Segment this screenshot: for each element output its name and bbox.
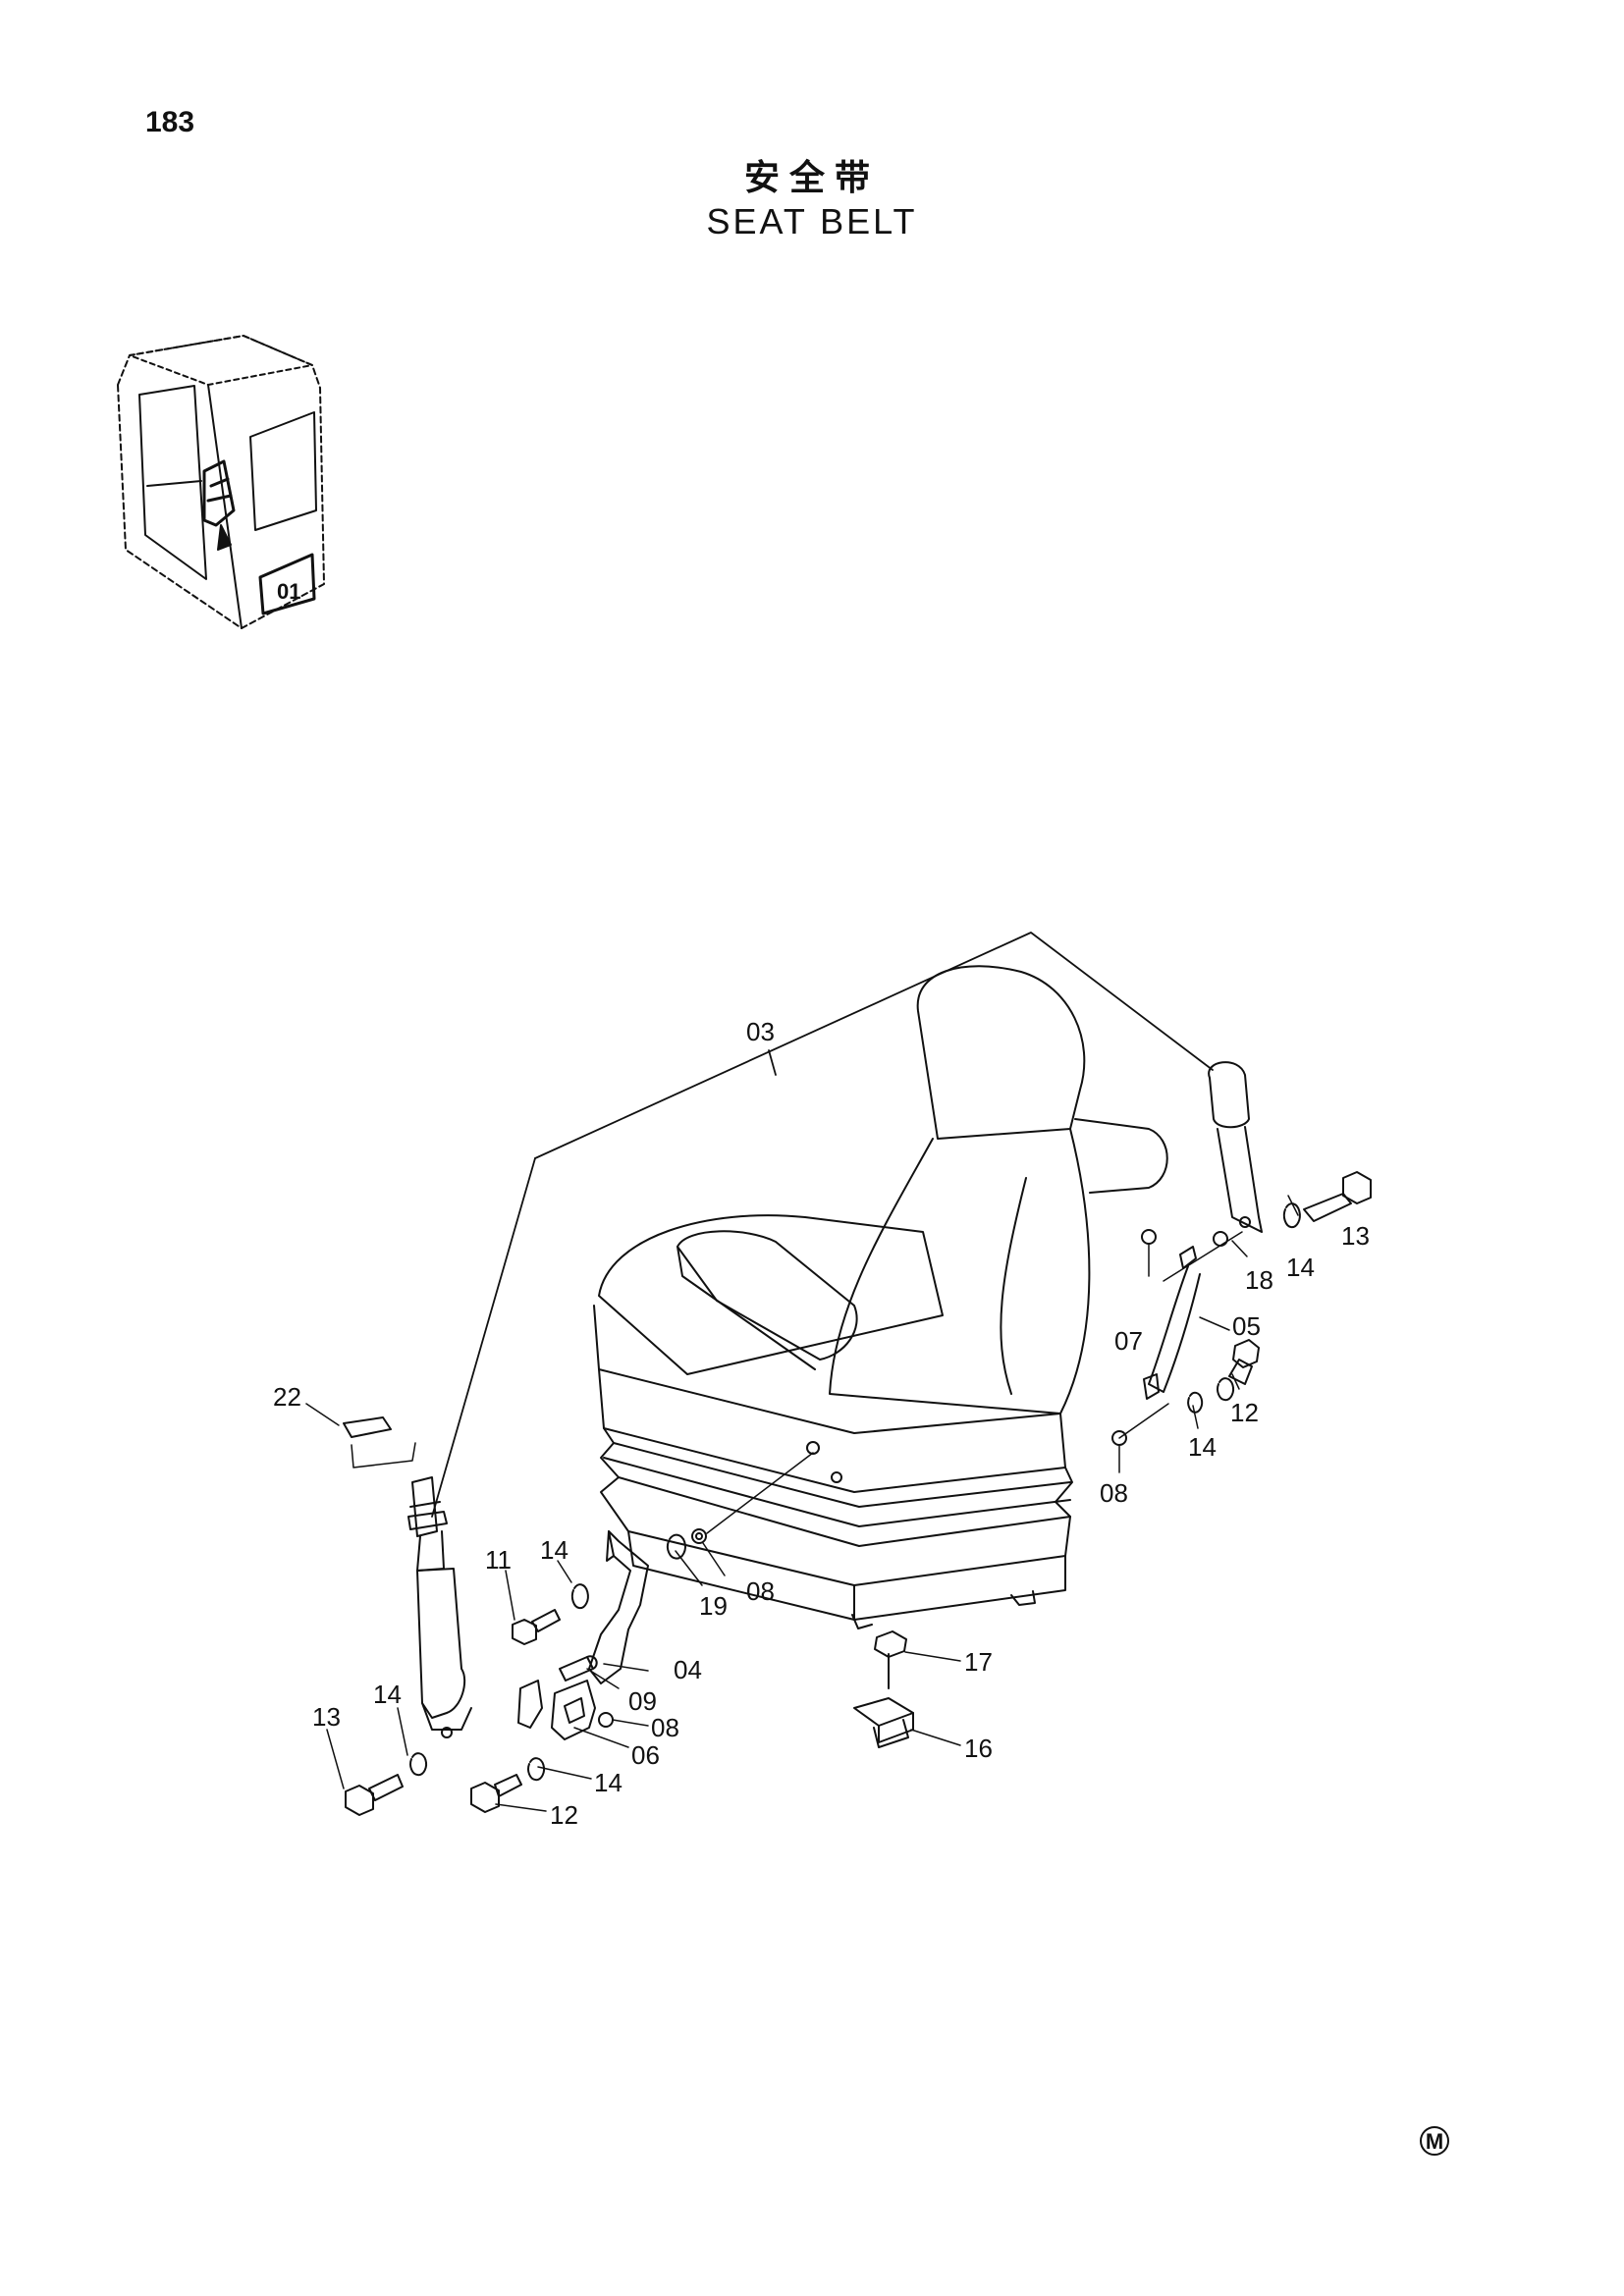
- callout-09: 09: [628, 1686, 657, 1716]
- callout-18: 18: [1245, 1265, 1273, 1295]
- cab-inset-icon: [117, 335, 325, 629]
- right-belt-anchor: [1111, 1061, 1372, 1446]
- operator-seat: [593, 965, 1168, 1629]
- callout-03: 03: [746, 1017, 775, 1046]
- callout-08-lower: 08: [651, 1713, 679, 1742]
- cab-inset-label: 01: [277, 579, 300, 604]
- callout-12-right: 12: [1230, 1398, 1259, 1427]
- callout-16: 16: [964, 1734, 993, 1763]
- callout-08-right: 08: [1100, 1478, 1128, 1508]
- callout-07: 07: [1114, 1326, 1143, 1356]
- title-chinese: 安全带: [743, 158, 880, 198]
- callout-14-right-bottom: 14: [1188, 1432, 1217, 1462]
- left-belt-buckle: [343, 1416, 814, 1816]
- callout-17: 17: [964, 1647, 993, 1677]
- callout-08-center: 08: [746, 1576, 775, 1606]
- callout-13-right: 13: [1341, 1221, 1370, 1251]
- callout-22: 22: [273, 1382, 301, 1412]
- callout-12-left: 12: [550, 1800, 578, 1830]
- callout-14-left-lower: 14: [594, 1768, 623, 1797]
- callout-11: 11: [485, 1545, 512, 1575]
- leader-03: [431, 932, 1214, 1518]
- callout-14-right-top: 14: [1286, 1253, 1315, 1282]
- callout-labels: 03 13 14 18 07 05 12 14 08 22 14 11 19 0…: [273, 1017, 1370, 1830]
- leader-lines: [305, 1195, 1299, 1812]
- callout-14-left-upper: 14: [540, 1535, 568, 1565]
- title-english: SEAT BELT: [706, 201, 918, 241]
- corner-mark: M: [1420, 2126, 1449, 2156]
- callout-05: 05: [1232, 1311, 1261, 1341]
- page-number: 183: [145, 106, 195, 138]
- callout-13-left: 13: [312, 1702, 341, 1732]
- callout-04: 04: [674, 1655, 702, 1684]
- callout-06: 06: [631, 1740, 660, 1770]
- callout-14-left-buckle: 14: [373, 1680, 402, 1709]
- bracket-16-screw-17: [853, 1630, 914, 1748]
- corner-mark-letter: M: [1426, 2129, 1443, 2154]
- callout-19: 19: [699, 1591, 728, 1621]
